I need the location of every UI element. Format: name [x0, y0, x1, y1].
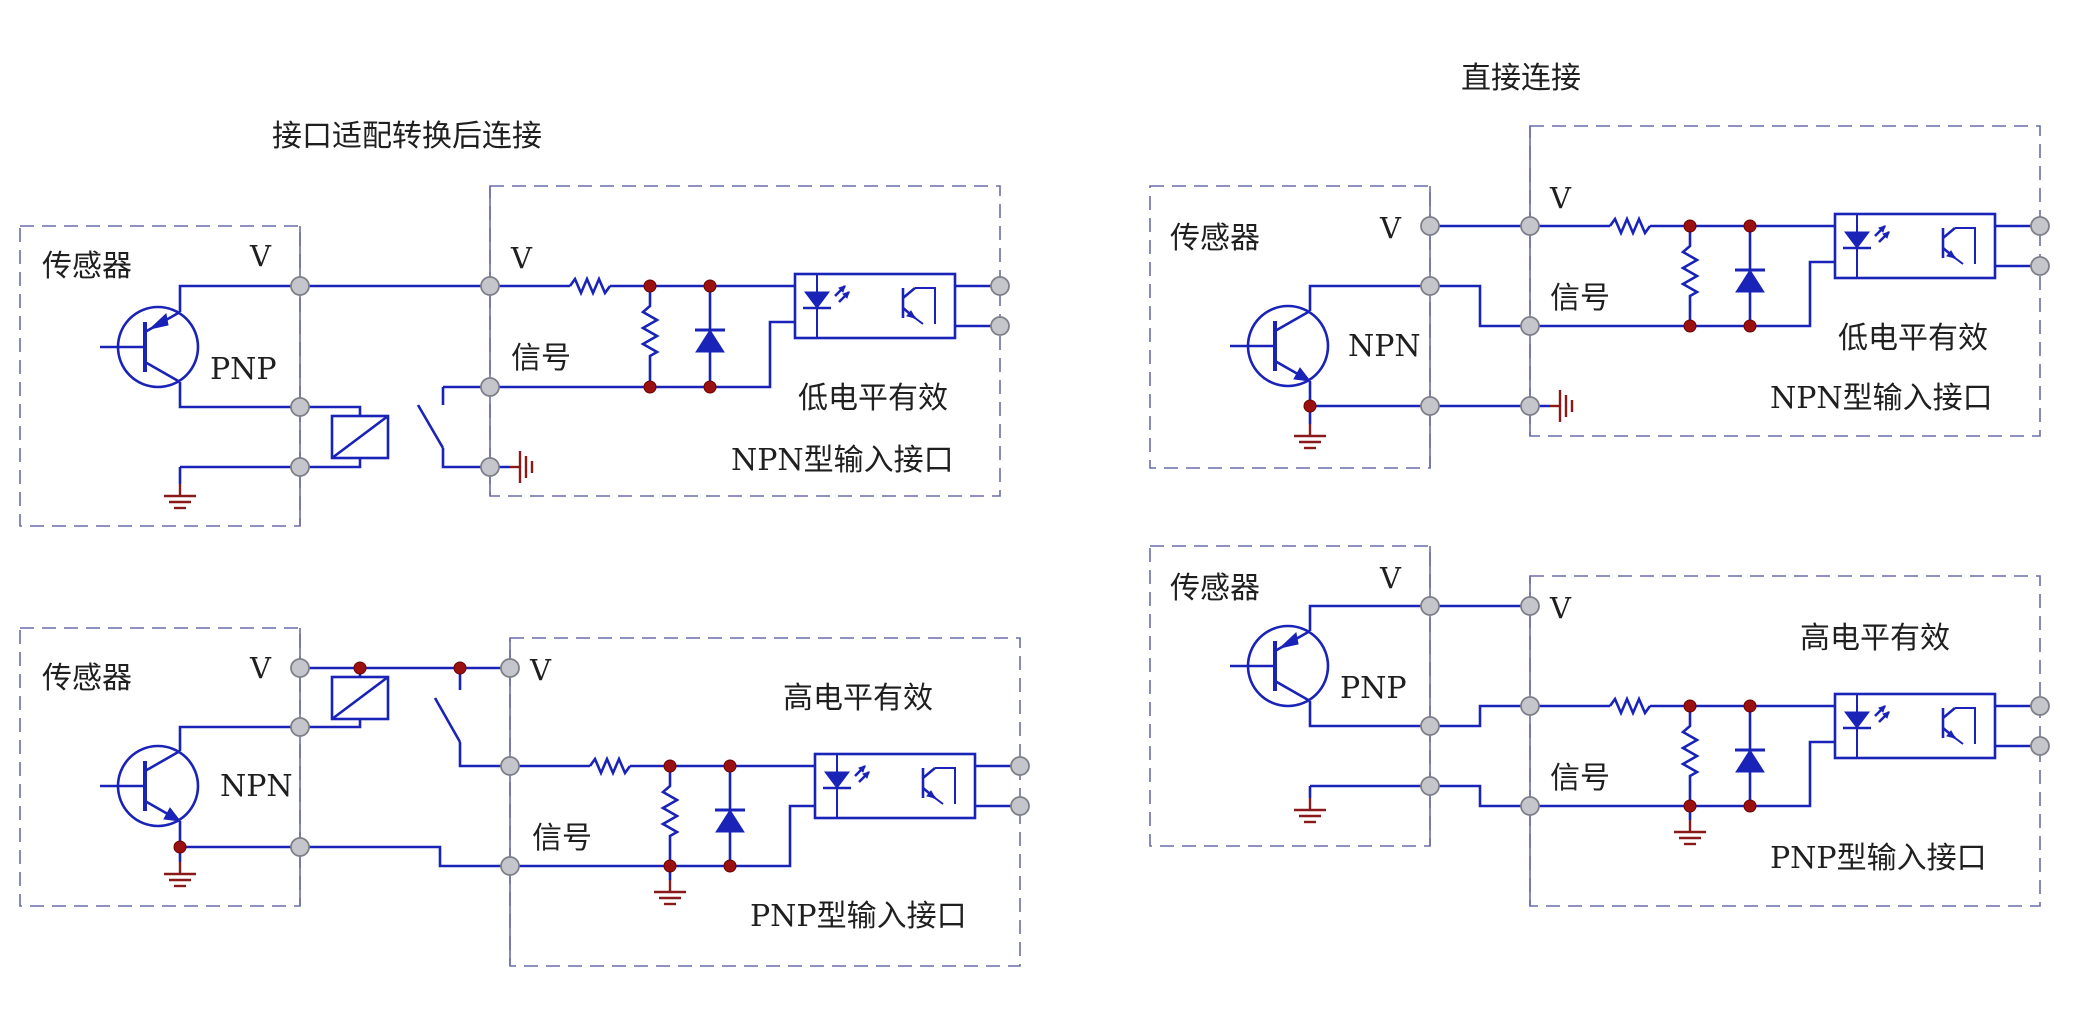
- ground-icon: [652, 878, 688, 906]
- v-label: V: [1549, 181, 1572, 215]
- signal-label: 信号: [1550, 761, 1610, 796]
- transistor-type-label: PNP: [210, 352, 277, 387]
- active-level-label: 低电平有效: [1838, 321, 1988, 356]
- npn-transistor-icon: [100, 744, 200, 828]
- optocoupler-icon: [793, 272, 957, 340]
- v-label: V: [1549, 591, 1572, 625]
- ground-icon: [1548, 388, 1574, 424]
- sensor-label: 传感器: [42, 249, 132, 284]
- panel-direct-npn: 传感器 V NPN V 信号 低电平有效 NPN型输入接口: [1149, 125, 2050, 469]
- interface-type-label: NPN型输入接口: [1770, 381, 1993, 416]
- diode-icon: [1733, 728, 1767, 792]
- v-label: V: [249, 239, 272, 273]
- optocoupler-icon: [1833, 212, 1997, 280]
- v-label: V: [249, 651, 272, 685]
- transistor-type-label: NPN: [220, 769, 293, 804]
- optocoupler-icon: [1833, 692, 1997, 760]
- v-label: V: [1379, 561, 1402, 595]
- sensor-label: 传感器: [1170, 571, 1260, 606]
- signal-label: 信号: [511, 341, 571, 376]
- panel-adapter-npn-sensor: 传感器 V NPN V 信号 高电平有效 PNP型输入接口: [19, 627, 1030, 967]
- resistor-icon: [1608, 697, 1652, 715]
- resistor-icon: [641, 298, 659, 364]
- resistor-icon: [588, 757, 632, 775]
- v-label: V: [1379, 211, 1402, 245]
- adapter-title: 接口适配转换后连接: [272, 119, 542, 154]
- active-level-label: 高电平有效: [1800, 621, 1950, 656]
- active-level-label: 低电平有效: [798, 381, 948, 416]
- panel-adapter-pnp-sensor: 传感器 V PNP V 信号 低电平有效 NPN型输入接口: [19, 185, 1010, 527]
- signal-label: 信号: [1550, 281, 1610, 316]
- switch-contact-icon: [416, 385, 490, 469]
- v-label: V: [529, 653, 552, 687]
- diode-icon: [1733, 248, 1767, 312]
- resistor-icon: [661, 778, 679, 844]
- v-label: V: [510, 241, 533, 275]
- transistor-type-label: NPN: [1348, 329, 1421, 364]
- npn-transistor-icon: [1230, 304, 1330, 388]
- direct-title: 直接连接: [1461, 61, 1581, 96]
- interface-type-label: NPN型输入接口: [731, 443, 954, 478]
- transistor-type-label: PNP: [1340, 671, 1407, 706]
- resistor-icon: [1681, 238, 1699, 304]
- sensor-label: 传感器: [1170, 221, 1260, 256]
- pnp-transistor-icon: [100, 305, 200, 389]
- optocoupler-icon: [813, 752, 977, 820]
- ground-icon: [162, 482, 198, 510]
- resistor-icon: [1681, 718, 1699, 784]
- relay-coil-icon: [330, 675, 390, 721]
- interface-type-label: PNP型输入接口: [750, 899, 967, 934]
- resistor-icon: [1608, 217, 1652, 235]
- ground-icon: [1292, 796, 1328, 824]
- pnp-transistor-icon: [1230, 624, 1330, 708]
- signal-label: 信号: [532, 821, 592, 856]
- switch-contact-icon: [433, 668, 510, 768]
- resistor-icon: [568, 277, 612, 295]
- ground-icon: [162, 860, 198, 888]
- ground-icon: [1292, 422, 1328, 450]
- interface-type-label: PNP型输入接口: [1770, 841, 1987, 876]
- input-box: [1529, 575, 2041, 907]
- relay-coil-icon: [330, 414, 390, 460]
- panel-direct-pnp: 传感器 V PNP V 信号 高电平有效 PNP型输入接口: [1149, 545, 2050, 907]
- ground-icon: [508, 449, 534, 485]
- diode-icon: [713, 788, 747, 852]
- diode-icon: [693, 308, 727, 372]
- sensor-label: 传感器: [42, 661, 132, 696]
- active-level-label: 高电平有效: [783, 681, 933, 716]
- ground-icon: [1672, 818, 1708, 846]
